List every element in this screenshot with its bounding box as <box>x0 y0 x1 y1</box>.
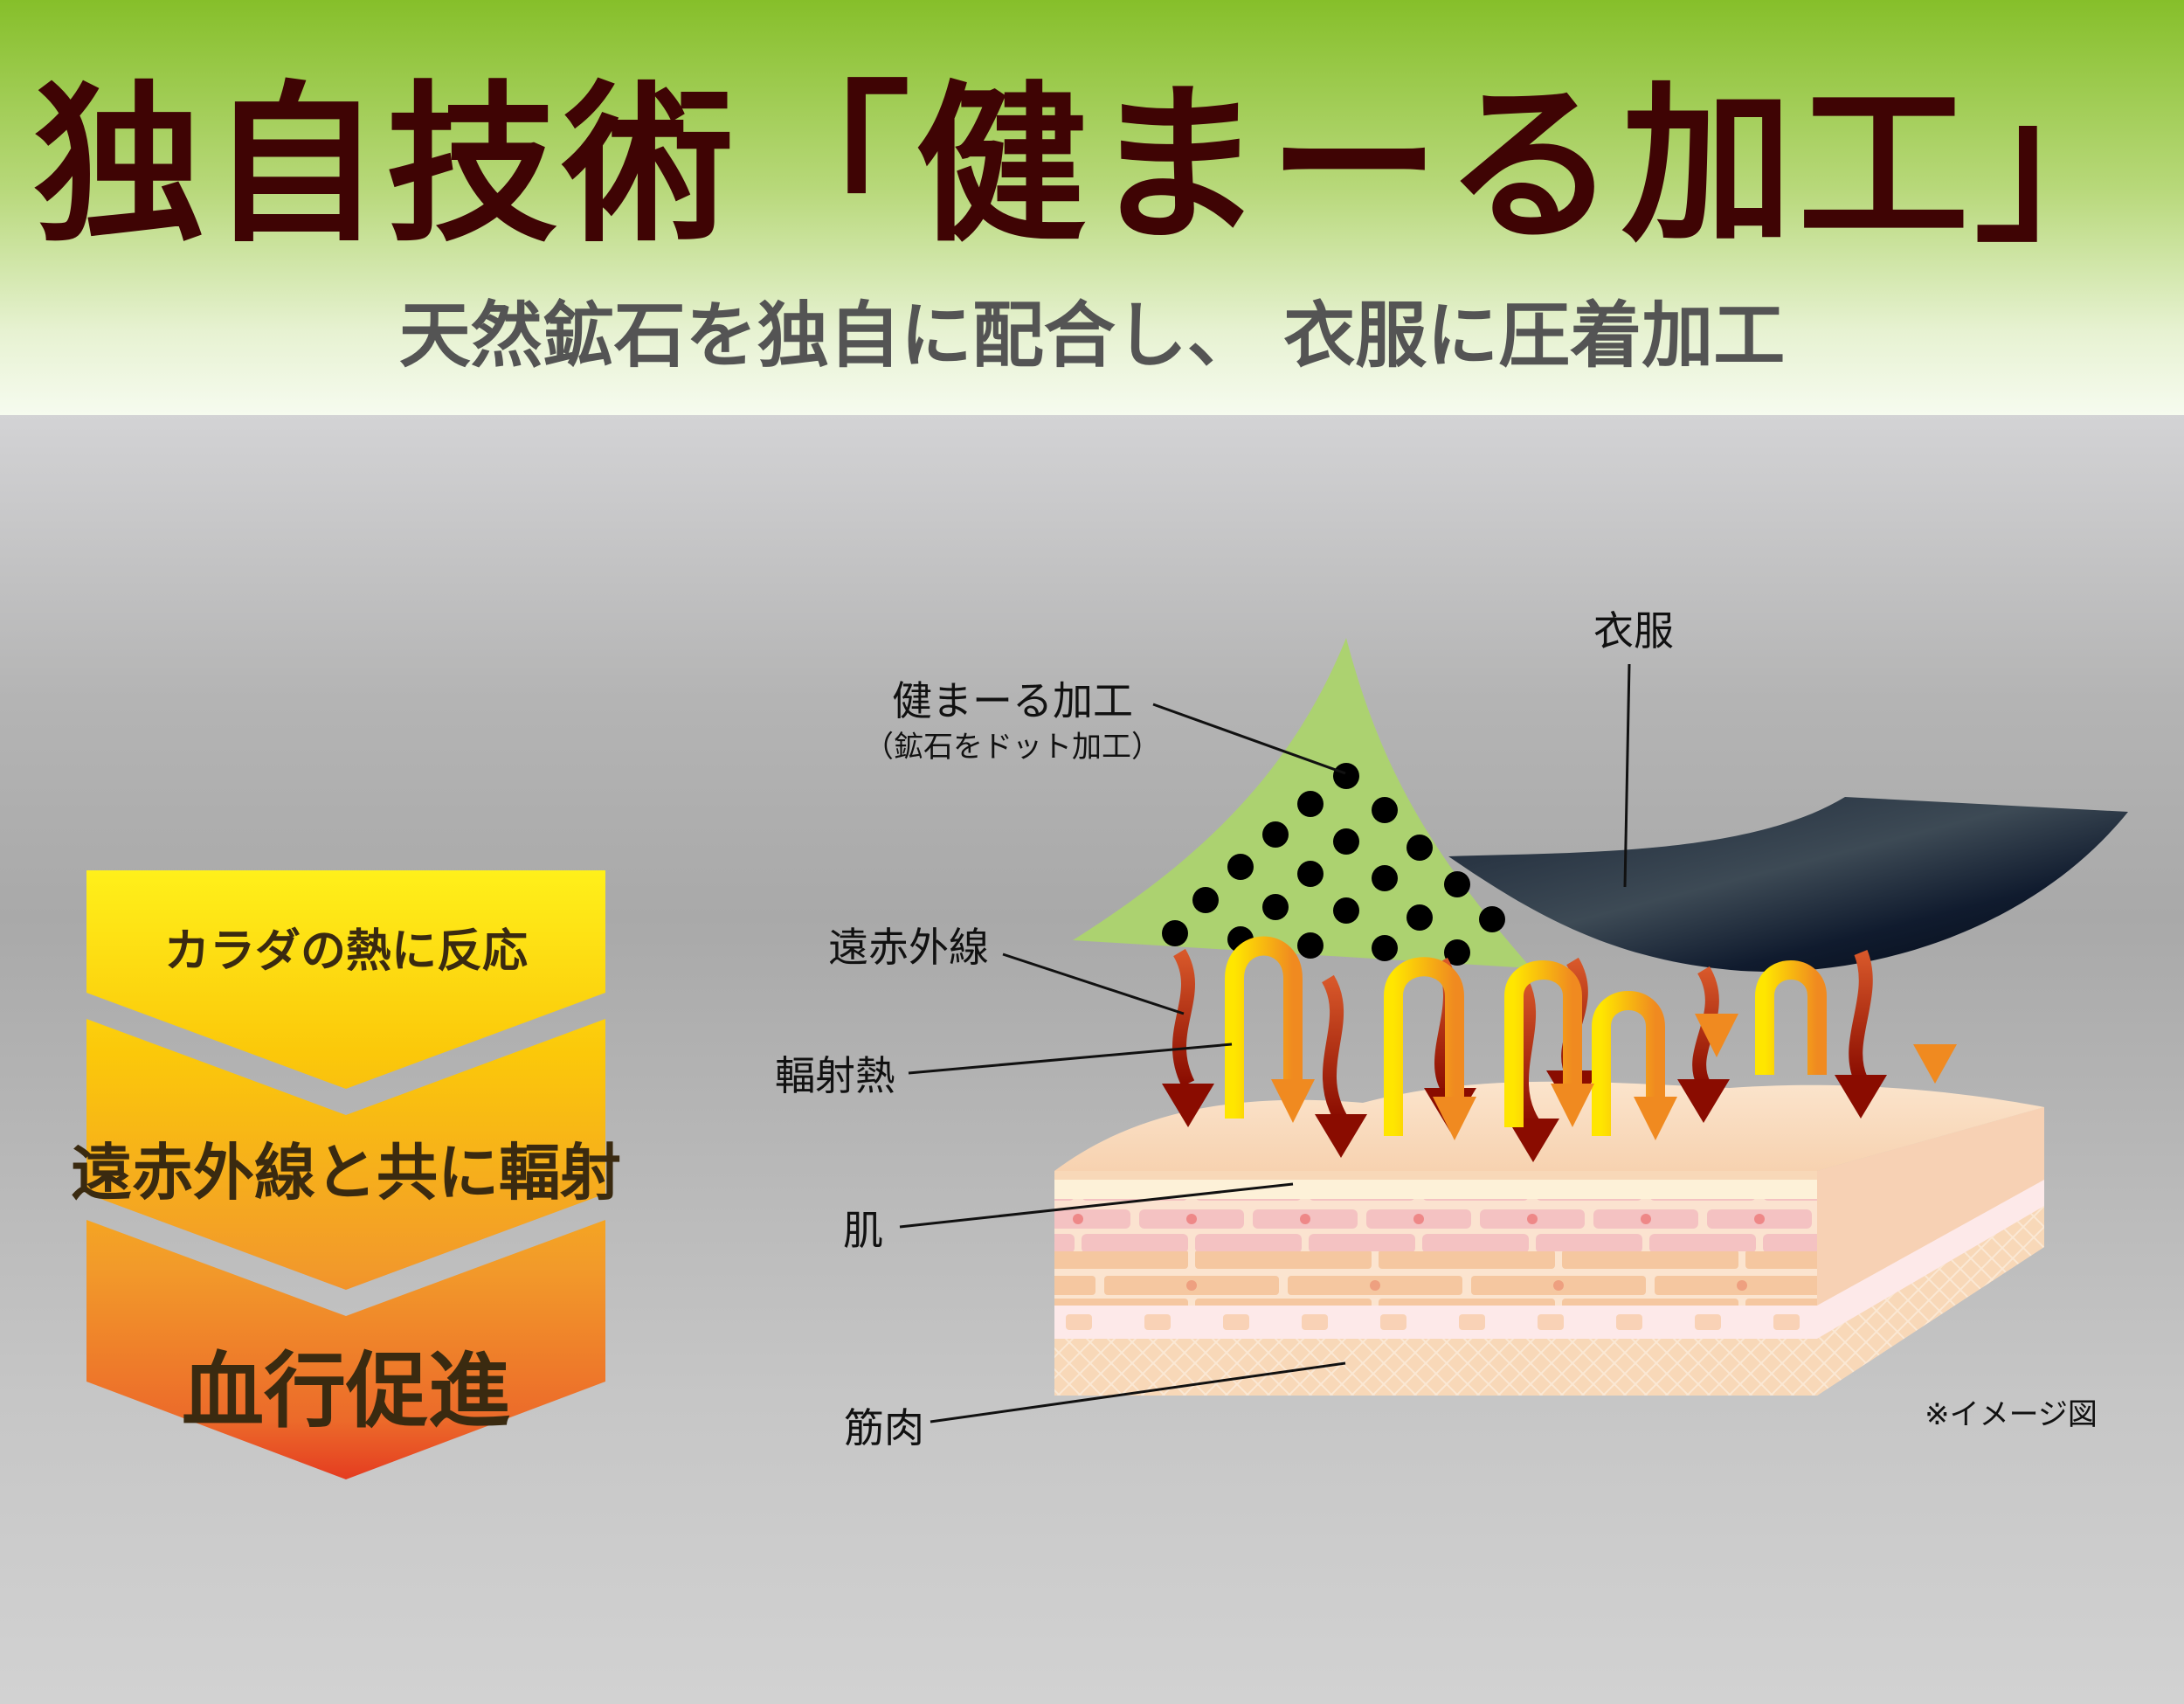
label-muscle: 筋肉 <box>844 1404 924 1451</box>
skin-pink-cells-layer <box>1054 1199 1817 1251</box>
page-title: 独自技術「健まーる加工」 <box>32 66 2151 266</box>
label-radiant-heat: 輻射熱 <box>775 1052 895 1099</box>
clothing-fabric <box>1448 797 2128 972</box>
label-treatment: 健まーる加工 <box>892 677 1133 724</box>
label-treatment-note: （鉱石をドット加工） <box>864 730 1161 765</box>
step-3-label: 血行促進 <box>181 1344 510 1439</box>
label-far-infrared: 遠赤外線 <box>828 924 989 971</box>
step-1-label: カラダの熱に反応 <box>163 925 528 978</box>
process-chevrons: カラダの熱に反応 遠赤外線と共に輻射 血行促進 <box>71 870 621 1482</box>
page-subtitle: 天然鉱石を独自に配合し、 衣服に圧着加工 <box>398 294 1786 378</box>
skin-epidermis-layer <box>1054 1180 1817 1199</box>
skin-fat-layer <box>1054 1306 1817 1339</box>
header-banner: 独自技術「健まーる加工」 天然鉱石を独自に配合し、 衣服に圧着加工 <box>0 0 2184 415</box>
step-2-label: 遠赤外線と共に輻射 <box>71 1137 621 1209</box>
label-clothing: 衣服 <box>1593 607 1674 655</box>
skin-block <box>1054 1081 2044 1396</box>
chevron-fill <box>86 870 605 1482</box>
label-image-note: ※イメージ図 <box>1925 1397 2098 1432</box>
u-arrow-heads <box>1271 1014 1957 1140</box>
radiant-heat-u-arrows <box>1225 936 1945 1136</box>
leader-lines <box>899 663 1631 1423</box>
heat-arrows <box>1162 936 1957 1162</box>
skin-dermis-layer <box>1054 1251 1817 1306</box>
mineral-dots <box>1162 763 1505 966</box>
chevron-graphic <box>86 870 605 1482</box>
label-skin: 肌 <box>843 1207 883 1254</box>
